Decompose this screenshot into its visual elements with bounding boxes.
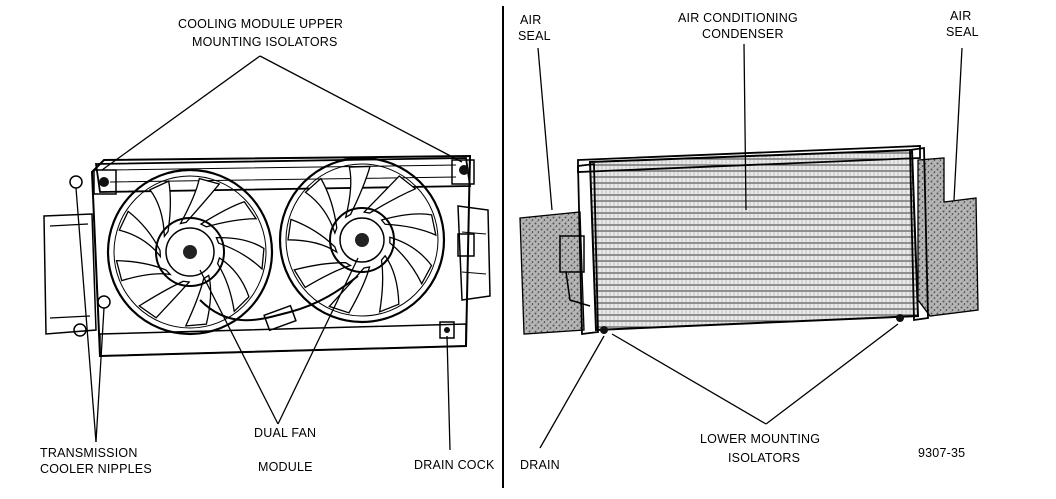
fan-blade [138,280,191,319]
label-upper-isolators-2: MOUNTING ISOLATORS [192,35,338,49]
label-dual-fan-2: MODULE [258,460,313,474]
label-trans-cooler-1: TRANSMISSION [40,446,138,460]
label-drain: DRAIN [520,458,560,472]
fan-right [278,156,446,324]
label-air-seal-right-1: AIR [950,9,971,23]
fan-blade [344,165,371,219]
label-air-seal-right-2: SEAL [946,25,979,39]
fan-blade [304,177,338,236]
fan-blade [199,200,258,228]
fan-blade [115,259,172,282]
label-dual-fan-1: DUAL FAN [254,426,316,440]
fan-blade [378,254,400,313]
radiator-assembly [43,154,491,358]
label-lower-isolators-1: LOWER MOUNTING [700,432,820,446]
fan-blade [216,256,250,313]
leader-lines-right [537,43,963,449]
label-ac-condenser-1: AIR CONDITIONING [678,11,798,25]
fan-left [106,168,274,336]
leader-lines-left [75,55,463,451]
fan-blade [215,237,265,271]
air-seal-right [917,157,979,317]
label-upper-isolators-1: COOLING MODULE UPPER [178,17,343,31]
fan-blade [389,236,433,286]
condenser-core [588,148,920,332]
label-lower-isolators-2: ISOLATORS [728,451,800,465]
fan-blade [118,210,162,259]
fan-blade [293,262,353,289]
air-seal-left [519,211,585,335]
fan-blade [179,177,221,225]
fan-blade [328,266,371,314]
fan-blade [287,218,339,254]
fan-blade [362,175,417,214]
fan-blade [184,274,212,327]
figure-id: 9307-35 [918,446,965,460]
label-trans-cooler-2: COOLER NIPPLES [40,462,152,476]
fan-blade [148,180,172,239]
fan-blade [380,213,437,237]
label-air-seal-left-2: SEAL [518,29,551,43]
label-air-seal-left-1: AIR [520,13,541,27]
label-drain-cock: DRAIN COCK [414,458,495,472]
condenser-assembly [519,145,979,336]
label-ac-condenser-2: CONDENSER [702,27,784,41]
